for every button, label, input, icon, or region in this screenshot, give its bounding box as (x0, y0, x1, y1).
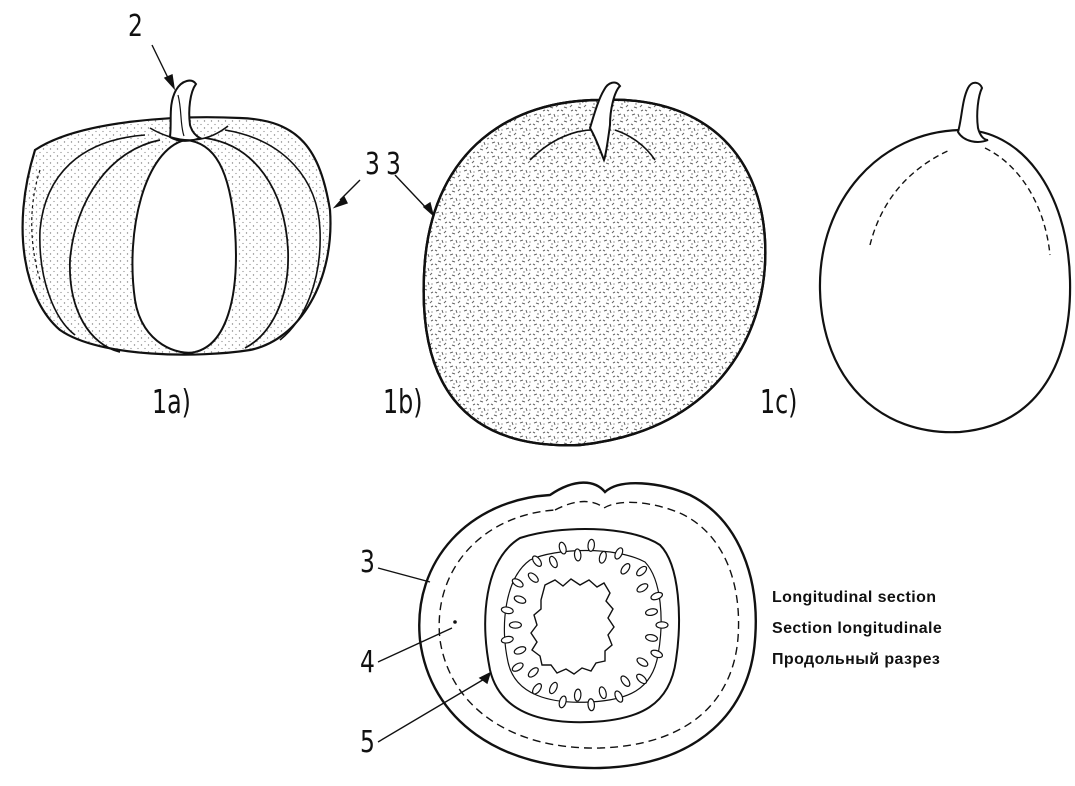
legend-french: Section longitudinale (772, 621, 942, 637)
fruit-1c-drawing (820, 83, 1070, 432)
legend-english: Longitudinal section (772, 590, 936, 606)
legend-russian: Продольный разрез (772, 652, 940, 668)
callout-3-rind-a: 3 (365, 150, 380, 180)
pumpkin-1a-drawing (0, 81, 340, 370)
seed (574, 689, 581, 702)
fruit-1b-drawing (410, 83, 780, 460)
seed (574, 549, 581, 562)
seed (509, 622, 521, 628)
seed (587, 539, 594, 552)
caption-1c: 1c) (760, 385, 797, 418)
seed (656, 622, 668, 628)
callout-4: 4 (360, 648, 375, 678)
callout-3-section: 3 (360, 548, 375, 578)
section-drawing (419, 483, 755, 768)
caption-1b: 1b) (383, 385, 422, 418)
callout-5: 5 (360, 728, 375, 758)
callout-3-rind-b: 3 (386, 150, 401, 180)
callout-2: 2 (128, 12, 143, 42)
seed (587, 698, 594, 711)
caption-1a: 1a) (152, 385, 191, 418)
